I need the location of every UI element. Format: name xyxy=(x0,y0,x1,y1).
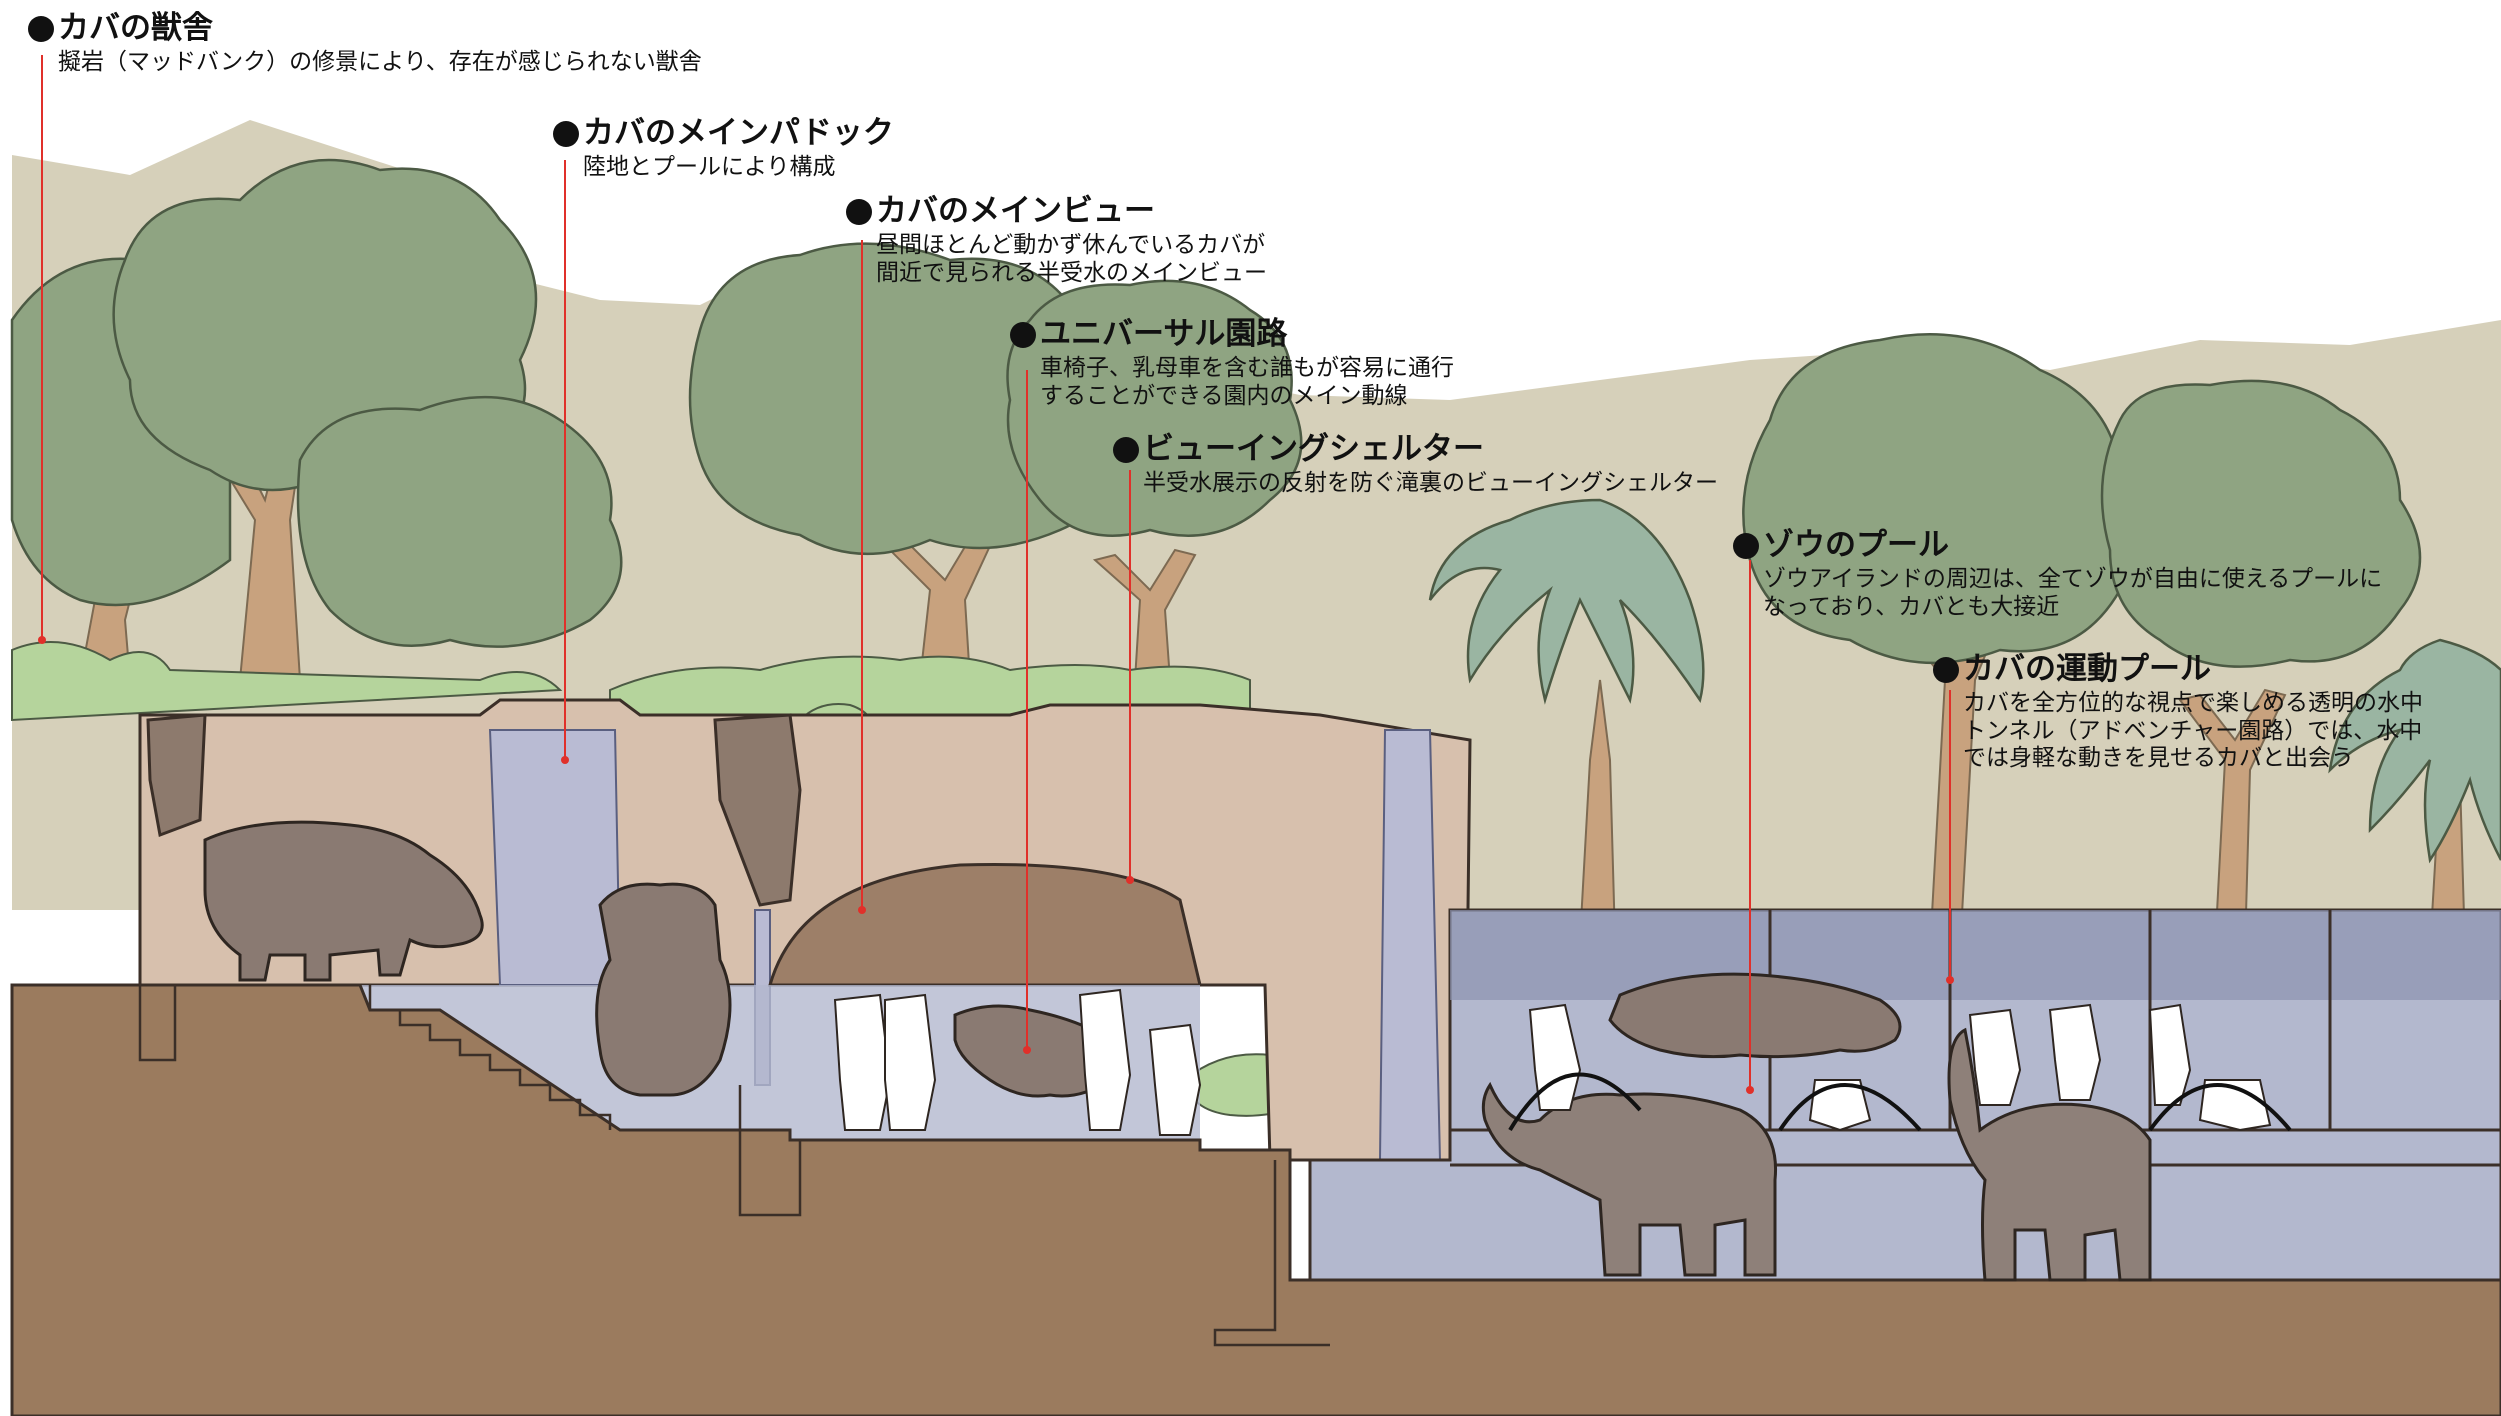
exercise-pool-deep xyxy=(1450,910,2501,1000)
annotation-desc-line: 陸地とプールにより構成 xyxy=(583,154,836,181)
annotation-desc-line: なっており、カバとも大接近 xyxy=(1763,593,2060,620)
elephants xyxy=(1481,1027,2152,1282)
hippos xyxy=(203,820,1902,1098)
bullet-dot xyxy=(1113,436,1139,463)
waterfalls xyxy=(488,729,1442,1161)
annotation-universal-path: ユニバーサル園路 車椅子、乳母車を含む誰もが容易に通行 することができる園内のメ… xyxy=(1010,316,1454,410)
annotation-desc-line: ゾウアイランドの周辺は、全てゾウが自由に使えるプールに xyxy=(1763,566,2383,593)
annotation-title: ビューイングシェルター xyxy=(1143,431,1484,467)
bullet-dot xyxy=(28,15,54,42)
bullet-dot xyxy=(1733,532,1759,559)
hippo-resting-mound xyxy=(768,862,1202,987)
visitors xyxy=(833,988,2272,1136)
hippo-barn-entrance xyxy=(146,713,802,907)
annotation-desc-line: することができる園内のメイン動線 xyxy=(1040,382,1408,409)
annotation-title: カバのメインパドック xyxy=(583,115,894,151)
annotation-hippo-barn: カバの獣舎 擬岩（マッドバンク）の修景により、存在が感じられない獣舎 xyxy=(28,10,702,77)
annotation-desc-line: カバを全方位的な視点で楽しめる透明の水中 xyxy=(1963,690,2423,717)
bullet-dot xyxy=(1933,656,1959,683)
annotation-desc-line: 半受水展示の反射を防ぐ滝裏のビューイングシェルター xyxy=(1143,470,1718,497)
leader-lines xyxy=(38,55,1954,1094)
annotation-title: カバの運動プール xyxy=(1963,651,2211,687)
annotation-desc-line: トンネル（アドベンチャー園路）では、水中 xyxy=(1963,717,2423,744)
bullet-dot xyxy=(1010,321,1036,348)
tree-canopies xyxy=(10,158,2422,668)
annotation-title: カバのメインビュー xyxy=(876,193,1155,229)
annotation-title: カバの獣舎 xyxy=(58,10,213,46)
annotation-hippo-exercise-pool: カバの運動プール カバを全方位的な視点で楽しめる透明の水中 トンネル（アドベンチ… xyxy=(1933,651,2423,773)
annotation-desc-line: 間近で見られる半受水のメインビュー xyxy=(876,259,1267,286)
annotation-desc-line: 車椅子、乳母車を含む誰もが容易に通行 xyxy=(1040,355,1454,382)
stairs xyxy=(138,985,1330,1347)
annotation-desc-line: 擬岩（マッドバンク）の修景により、存在が感じられない獣舎 xyxy=(58,49,702,76)
annotation-hippo-main-view: カバのメインビュー 昼間ほとんど動かず休んでいるカバが 間近で見られる半受水のメ… xyxy=(846,193,1267,287)
annotation-title: ゾウのプール xyxy=(1763,527,1949,563)
bullet-dot xyxy=(553,120,579,147)
annotation-hippo-main-paddock: カバのメインパドック 陸地とプールにより構成 xyxy=(553,115,894,182)
annotation-viewing-shelter: ビューイングシェルター 半受水展示の反射を防ぐ滝裏のビューイングシェルター xyxy=(1113,431,1718,498)
annotation-title: ユニバーサル園路 xyxy=(1040,316,1288,352)
bullet-dot xyxy=(846,198,872,225)
annotation-desc-line: 昼間ほとんど動かず休んでいるカバが xyxy=(876,232,1266,259)
annotation-elephant-pool: ゾウのプール ゾウアイランドの周辺は、全てゾウが自由に使えるプールに なっており… xyxy=(1733,527,2382,621)
annotation-desc-line: では身軽な動きを見せるカバと出会う xyxy=(1963,745,2354,772)
tunnel-viewing-arches xyxy=(1508,1072,2292,1132)
palm-fronds xyxy=(1428,498,2501,864)
